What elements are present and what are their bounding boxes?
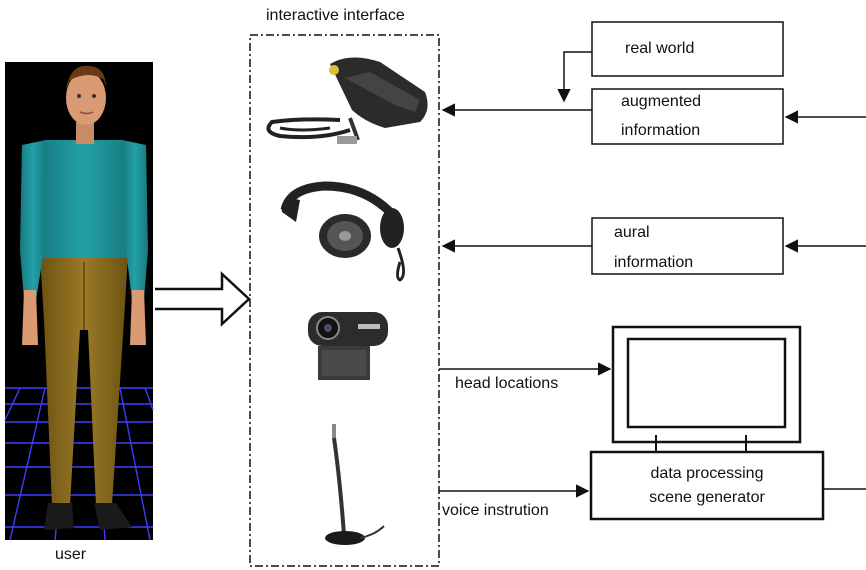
data-processing-box	[589, 450, 825, 521]
augmented-information-box	[591, 88, 784, 145]
user-to-interface-arrow	[155, 271, 251, 327]
hmd-glasses-icon	[266, 57, 428, 144]
headphones-icon	[280, 181, 405, 282]
aural-label-line1: aural	[614, 224, 650, 241]
augmented-label-line2: information	[621, 122, 701, 139]
microphone-icon	[325, 424, 385, 545]
scene-generator-label: scene generator	[649, 489, 765, 506]
user-figure	[4, 62, 154, 541]
aural-label-line2: information	[614, 254, 694, 271]
voice-instruction-label: voice instrution	[442, 502, 549, 519]
aural-information-box	[591, 217, 784, 275]
webcam-icon	[308, 312, 388, 380]
real-world-to-augmented-arrow	[557, 51, 592, 103]
data-processing-label: data processing	[650, 465, 764, 482]
real-world-box	[591, 21, 784, 77]
interactive-interface-label: interactive interface	[266, 7, 405, 24]
augmented-label-line1: augmented	[621, 93, 702, 110]
monitor-icon	[611, 325, 802, 455]
interactive-interface-box	[249, 34, 440, 567]
head-locations-label: head locations	[455, 375, 559, 392]
user-label: user	[55, 546, 87, 563]
real-world-label: real world	[625, 40, 695, 57]
